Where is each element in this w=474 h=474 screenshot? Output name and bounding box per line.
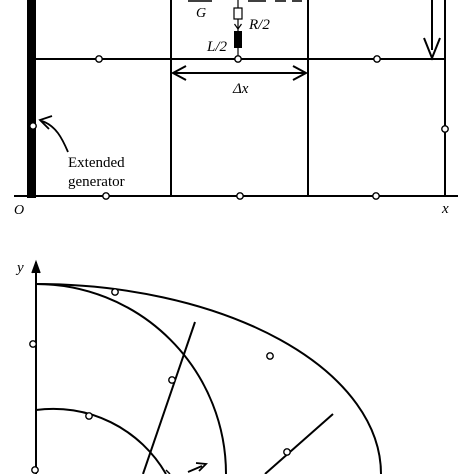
outer-arc	[35, 283, 227, 474]
bottom-tick-mark	[165, 469, 171, 474]
inductor-symbol	[234, 31, 242, 48]
y-axis-arrow-head	[31, 259, 41, 274]
generator-label-line1: Extended	[68, 155, 125, 171]
node-circle	[111, 288, 119, 296]
node-circle	[29, 122, 37, 130]
delta-x-arrow-left	[170, 65, 187, 81]
radial-line-1	[142, 321, 196, 474]
generator-pointer-line	[41, 120, 69, 153]
node-circle	[31, 466, 39, 474]
inductance-label: L/2	[206, 39, 228, 55]
bottom-arrow-head	[195, 462, 208, 472]
node-circle	[85, 412, 93, 420]
node-circle	[236, 192, 244, 200]
node-circle	[95, 55, 103, 63]
node-circle	[283, 448, 291, 456]
node-circle	[29, 340, 37, 348]
y-axis-label: y	[15, 260, 24, 276]
node-circle	[441, 125, 449, 133]
x-axis-label: x	[441, 201, 449, 217]
node-circle	[168, 376, 176, 384]
conductance-label: G	[196, 6, 206, 21]
node-circle	[372, 192, 380, 200]
bottom-diagram: y	[15, 259, 382, 474]
current-arrow-head	[234, 23, 242, 31]
generator-label-line2: generator	[68, 174, 125, 190]
outer-boundary-arc	[35, 283, 382, 474]
resistor-symbol	[233, 7, 243, 20]
node-circle	[266, 352, 274, 360]
inner-arc	[35, 407, 167, 474]
node-circle	[102, 192, 110, 200]
node-circle	[373, 55, 381, 63]
delta-x-arrow-right	[292, 65, 309, 81]
top-diagram: G R/2 L/2 Δx Extended generator O	[14, 0, 458, 218]
node-circle	[234, 55, 242, 63]
generator-pointer-head	[38, 115, 53, 130]
resistance-label: R/2	[248, 17, 270, 33]
bottom-arrow-shaft	[187, 465, 203, 473]
radial-line-2	[264, 413, 334, 474]
extended-generator-bar	[27, 0, 36, 198]
cell-width-label: Δx	[232, 81, 249, 97]
right-arrow-head	[423, 37, 441, 61]
origin-label: O	[14, 203, 24, 218]
